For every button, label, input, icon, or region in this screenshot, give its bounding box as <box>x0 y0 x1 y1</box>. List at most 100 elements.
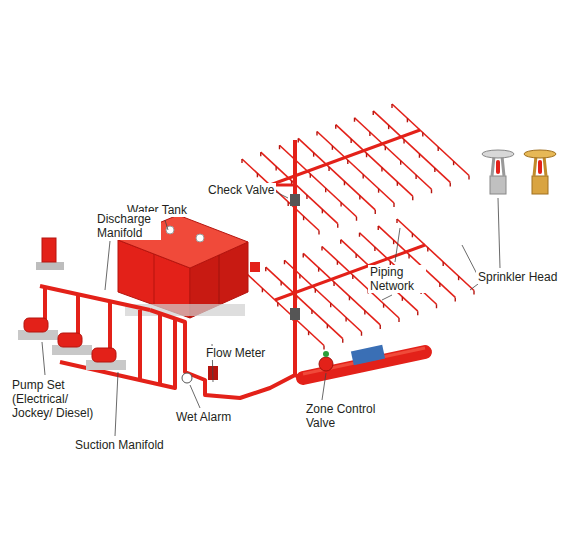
sprinkler-drop <box>364 311 365 315</box>
part-label: Sprinkler Head <box>476 270 559 284</box>
sprinkler-drop <box>450 182 451 186</box>
sprinkler-drop <box>303 253 304 257</box>
sprinkler-drop <box>400 161 401 165</box>
sprinkler-drop <box>393 203 394 207</box>
sprinkler-drop <box>375 210 376 214</box>
part-label: Discharge Manifold <box>95 212 161 240</box>
piping-network <box>242 104 474 350</box>
sprinkler-drop <box>347 160 348 164</box>
sprinkler-drop <box>468 176 469 180</box>
part-label: Check Valve <box>206 183 276 197</box>
pump-sets <box>18 318 126 370</box>
sprinkler-drop <box>363 174 364 178</box>
sprinkler-drop <box>337 224 338 228</box>
sprinkler-drop <box>344 181 345 185</box>
sprinkler-drop <box>356 217 357 221</box>
sprinkler-drop <box>332 146 333 150</box>
sprinkler-drop <box>398 318 399 322</box>
sprinkler-drop <box>316 132 317 136</box>
sprinkler-drop <box>284 260 285 264</box>
sprinkler-drop <box>422 133 423 137</box>
sprinkler-drop <box>349 296 350 300</box>
sprinkler-drop <box>318 268 319 272</box>
sprinkler-drop <box>402 297 403 301</box>
sprinkler-drop <box>335 125 336 129</box>
sprinkler-drop <box>412 196 413 200</box>
sprinkler-drop <box>277 303 278 307</box>
sprinkler-drop <box>391 104 392 108</box>
sprinkler-drop <box>310 174 311 178</box>
sprinkler-drop <box>327 324 328 328</box>
sprinkler-drop <box>453 161 454 165</box>
zone-control-valve <box>303 345 425 378</box>
sprinkler-drop <box>299 275 300 279</box>
sprinkler-drop <box>374 247 375 251</box>
sprinkler-drop <box>321 247 322 251</box>
sprinkler-drop <box>366 153 367 157</box>
sprinkler-drop <box>380 325 381 329</box>
check-valve <box>290 194 300 206</box>
part-label: Suction Manifold <box>73 438 166 452</box>
sprinkler-drop <box>354 118 355 122</box>
sprinkler-drop <box>373 111 374 115</box>
sprinkler-head-photos <box>482 150 556 194</box>
sprinkler-drop <box>434 168 435 172</box>
sprinkler-drop <box>378 226 379 230</box>
sprinkler-drop <box>322 209 323 213</box>
sprinkler-drop <box>288 202 289 206</box>
sprinkler-drop <box>241 159 242 163</box>
sprinkler-drop <box>436 304 437 308</box>
sprinkler-drop <box>318 231 319 235</box>
sprinkler-drop <box>427 248 428 252</box>
sprinkler-drop <box>381 168 382 172</box>
sprinkler-drop <box>260 152 261 156</box>
panel-base <box>36 262 64 270</box>
sprinkler-drop <box>330 303 331 307</box>
sprinkler-drop <box>403 139 404 143</box>
check-valve-lower <box>290 308 300 320</box>
sprinkler-drop <box>298 138 299 142</box>
sprinkler-drop <box>345 317 346 321</box>
branch-pipe <box>392 104 469 176</box>
sprinkler-drop <box>455 297 456 301</box>
sprinkler-drop <box>359 196 360 200</box>
sprinkler-drop <box>407 118 408 122</box>
sprinkler-drop <box>280 281 281 285</box>
sprinkler-drop <box>419 154 420 158</box>
sprinkler-drop <box>355 254 356 258</box>
sprinkler-drop <box>393 240 394 244</box>
sprinkler-drop <box>279 145 280 149</box>
sprinkler-drop <box>473 291 474 295</box>
sprinkler-drop <box>350 139 351 143</box>
sprinkler-drop <box>396 219 397 223</box>
pipe-runs <box>40 140 305 398</box>
sprinkler-drop <box>303 216 304 220</box>
sprinkler-drop <box>262 288 263 292</box>
part-label: Flow Meter <box>204 346 267 360</box>
control-panel <box>42 238 56 262</box>
sprinkler-drop <box>257 173 258 177</box>
sprinkler-drop <box>315 289 316 293</box>
sprinkler-drop <box>275 166 276 170</box>
sprinkler-drop <box>369 132 370 136</box>
sprinkler-drop <box>378 189 379 193</box>
sprinkler-drop <box>325 188 326 192</box>
sprinkler-drop <box>265 267 266 271</box>
sprinkler-drop <box>397 182 398 186</box>
sprinkler-drop <box>333 282 334 286</box>
sprinkler-drop <box>342 339 343 343</box>
sprinkler-drop <box>415 175 416 179</box>
sprinkler-drop <box>388 125 389 129</box>
part-label: Wet Alarm <box>174 410 233 424</box>
sprinkler-drop <box>311 310 312 314</box>
sprinkler-drop <box>438 147 439 151</box>
sprinkler-drop <box>443 262 444 266</box>
sprinkler-drop <box>328 167 329 171</box>
sprinkler-drop <box>340 240 341 244</box>
sprinkler-drop <box>308 331 309 335</box>
sprinkler-drop <box>417 311 418 315</box>
part-label: Piping Network <box>368 265 426 293</box>
sprinkler-drop <box>359 233 360 237</box>
sprinkler-drop <box>408 254 409 258</box>
sprinkler-drop <box>340 202 341 206</box>
